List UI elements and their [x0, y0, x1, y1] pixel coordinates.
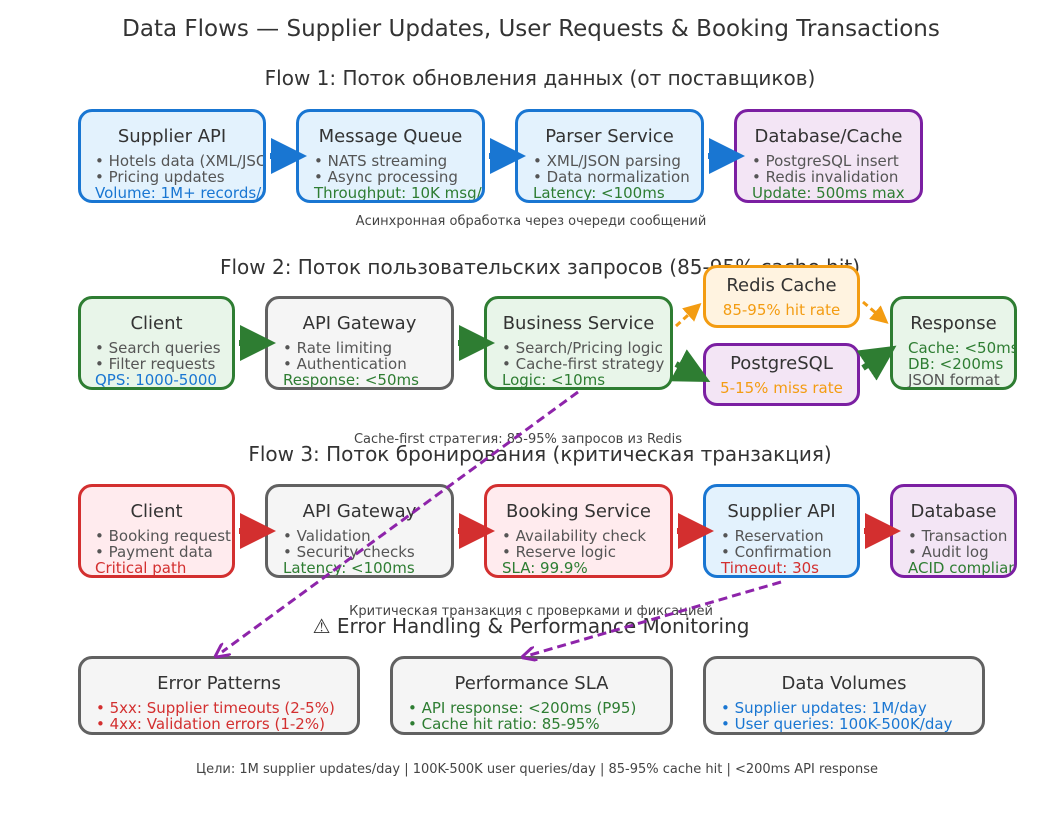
flow2-postgresql-box: PostgreSQL 5-15% miss rate	[703, 343, 860, 406]
box-line: • Availability check	[502, 527, 647, 545]
box-title: Data Volumes	[781, 673, 907, 694]
box-line: • Payment data	[95, 543, 213, 561]
box-line: • Reserve logic	[502, 543, 616, 561]
box-metric: Critical path	[95, 559, 187, 577]
box-line: • Search queries	[95, 339, 221, 357]
box-title: Performance SLA	[454, 673, 609, 694]
box-metric: Timeout: 30s	[721, 559, 819, 577]
box-line: • Security checks	[283, 543, 415, 561]
footer-goals: Цели: 1M supplier updates/day | 100K-500…	[196, 762, 878, 777]
flow2-api-gateway-box: API Gateway • Rate limiting • Authentica…	[265, 296, 454, 390]
box-line: • Confirmation	[721, 543, 832, 561]
arrow-business-to-errors	[222, 390, 579, 652]
box-metric: ACID compliant	[908, 559, 1017, 577]
box-line: • User queries: 100K-500K/day	[721, 715, 953, 733]
arrow-supplier-to-sla	[530, 580, 782, 655]
error-patterns-box: Error Patterns • 5xx: Supplier timeouts …	[78, 656, 360, 735]
box-metric: Latency: <100ms	[283, 559, 415, 577]
box-line: • Async processing	[314, 168, 458, 186]
flow3-heading: Flow 3: Поток бронирования (критическая …	[248, 442, 832, 466]
flow2-business-service-box: Business Service • Search/Pricing logic …	[484, 296, 673, 390]
box-metric: Cache: <50ms	[908, 339, 1017, 357]
box-metric: Latency: <100ms	[533, 184, 665, 202]
box-metric: Volume: 1M+ records/day	[95, 184, 263, 202]
box-metric: DB: <200ms	[908, 355, 1004, 373]
arrow-redis-to-response	[862, 300, 889, 324]
box-title: Client	[130, 501, 183, 522]
box-title: PostgreSQL	[730, 353, 833, 374]
flow3-note: Критическая транзакция с проверками и фи…	[349, 604, 713, 619]
flow3-supplier-api-box: Supplier API • Reservation • Confirmatio…	[703, 484, 860, 578]
box-line: • Cache-first strategy	[502, 355, 665, 373]
box-title: Message Queue	[318, 126, 463, 147]
box-line: • Audit log	[908, 543, 989, 561]
box-metric: Response: <50ms	[283, 371, 419, 389]
box-line: • 5xx: Supplier timeouts (2-5%)	[96, 699, 335, 717]
box-line: • Authentication	[283, 355, 407, 373]
flow1-database-cache-box: Database/Cache • PostgreSQL insert • Red…	[734, 109, 923, 203]
flow2-response-box: Response Cache: <50ms DB: <200ms JSON fo…	[890, 296, 1017, 390]
box-line: • Pricing updates	[95, 168, 225, 186]
box-metric: Logic: <10ms	[502, 371, 606, 389]
box-metric: QPS: 1000-5000	[95, 371, 217, 389]
box-title: Client	[130, 313, 183, 334]
box-metric: SLA: 99.9%	[502, 559, 588, 577]
flow2-redis-cache-box: Redis Cache 85-95% hit rate	[703, 265, 860, 328]
box-title: Response	[910, 313, 997, 334]
box-line: • 4xx: Validation errors (1-2%)	[96, 715, 325, 733]
box-line: • Data normalization	[533, 168, 690, 186]
box-title: Parser Service	[545, 126, 674, 147]
box-title: API Gateway	[302, 501, 417, 522]
box-line: • PostgreSQL insert	[752, 152, 899, 170]
box-line: • Search/Pricing logic	[502, 339, 663, 357]
box-line: • API response: <200ms (P95)	[408, 699, 637, 717]
flow3-booking-service-box: Booking Service • Availability check • R…	[484, 484, 673, 578]
box-title: Redis Cache	[726, 275, 837, 296]
arrow-to-postgresql	[670, 349, 711, 382]
box-line: • Transaction	[908, 527, 1008, 545]
box-line: JSON format	[908, 371, 1000, 389]
box-line: • Rate limiting	[283, 339, 392, 357]
arrow-to-redis	[674, 302, 702, 328]
box-line: • Hotels data (XML/JSON)	[95, 152, 266, 170]
box-title: Business Service	[502, 313, 655, 334]
box-line: • Supplier updates: 1M/day	[721, 699, 927, 717]
box-line: • Cache hit ratio: 85-95%	[408, 715, 600, 733]
flow3-client-box: Client • Booking request • Payment data …	[78, 484, 235, 578]
flow1-message-queue-box: Message Queue • NATS streaming • Async p…	[296, 109, 485, 203]
flow2-note: Cache-first стратегия: 85-95% запросов и…	[353, 432, 683, 447]
box-title: Error Patterns	[157, 673, 281, 694]
box-title: Database	[910, 501, 997, 522]
data-volumes-box: Data Volumes • Supplier updates: 1M/day …	[703, 656, 985, 735]
flow3-database-box: Database • Transaction • Audit log ACID …	[890, 484, 1017, 578]
arrow-postgres-to-response	[856, 345, 897, 381]
box-line: • Validation	[283, 527, 371, 545]
page-title: Data Flows — Supplier Updates, User Requ…	[122, 16, 940, 42]
box-title: Supplier API	[727, 501, 836, 522]
box-metric: Throughput: 10K msg/sec	[314, 184, 482, 202]
box-line: • Redis invalidation	[752, 168, 899, 186]
box-line: • XML/JSON parsing	[533, 152, 681, 170]
flow1-heading: Flow 1: Поток обновления данных (от пост…	[264, 66, 816, 90]
monitoring-heading: ⚠ Error Handling & Performance Monitorin…	[312, 614, 750, 638]
box-metric: 5-15% miss rate	[720, 379, 843, 397]
box-title: Database/Cache	[754, 126, 903, 147]
box-title: Supplier API	[117, 126, 227, 147]
box-title: API Gateway	[302, 313, 417, 334]
box-line: • Booking request	[95, 527, 231, 545]
box-metric: 85-95% hit rate	[722, 301, 841, 319]
flow1-note: Асинхронная обработка через очереди сооб…	[355, 214, 707, 229]
box-line: • Reservation	[721, 527, 824, 545]
box-metric: Update: 500ms max	[752, 184, 905, 202]
flow1-parser-service-box: Parser Service • XML/JSON parsing • Data…	[515, 109, 704, 203]
box-title: Booking Service	[506, 501, 651, 522]
box-line: • Filter requests	[95, 355, 216, 373]
flow2-client-box: Client • Search queries • Filter request…	[78, 296, 235, 390]
flow1-supplier-api-box: Supplier API • Hotels data (XML/JSON) • …	[78, 109, 266, 203]
box-line: • NATS streaming	[314, 152, 448, 170]
